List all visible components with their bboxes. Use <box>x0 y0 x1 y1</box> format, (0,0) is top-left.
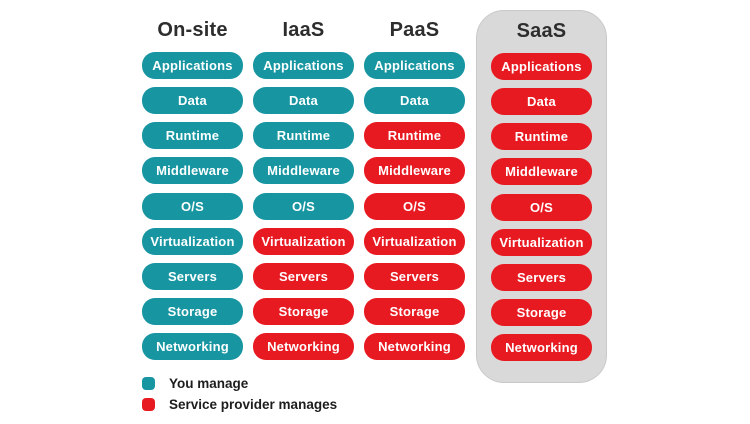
layer-pill-middleware: Middleware <box>253 157 354 185</box>
layer-pill-middleware: Middleware <box>364 157 465 185</box>
layer-pill-servers: Servers <box>142 262 243 290</box>
layer-pill-runtime: Runtime <box>491 123 592 151</box>
layer-pill-servers: Servers <box>253 262 354 290</box>
layer-pill-applications: Applications <box>364 52 465 79</box>
column-header-on-site: On-site <box>157 19 228 41</box>
layer-pill-storage: Storage <box>364 297 465 325</box>
layer-pill-o-s: O/S <box>364 192 465 220</box>
layer-pill-networking: Networking <box>364 333 465 360</box>
layer-pill-runtime: Runtime <box>142 122 243 150</box>
layer-pill-applications: Applications <box>142 52 243 79</box>
layer-pill-storage: Storage <box>142 297 243 325</box>
layer-pill-data: Data <box>364 87 465 115</box>
layer-pill-networking: Networking <box>253 333 354 360</box>
layer-pill-runtime: Runtime <box>253 122 354 150</box>
column-header-saas: SaaS <box>516 20 567 42</box>
layer-pill-virtualization: Virtualization <box>364 227 465 255</box>
layer-pill-o-s: O/S <box>253 192 354 220</box>
layer-pill-storage: Storage <box>491 298 592 326</box>
layer-pill-virtualization: Virtualization <box>253 227 354 255</box>
layer-pill-o-s: O/S <box>142 192 243 220</box>
layer-pill-networking: Networking <box>142 333 243 360</box>
layer-pill-runtime: Runtime <box>364 122 465 150</box>
layer-pill-virtualization: Virtualization <box>491 228 592 256</box>
layer-pill-data: Data <box>491 88 592 116</box>
column-header-iaas: IaaS <box>282 19 325 41</box>
column-header-paas: PaaS <box>389 19 440 41</box>
layer-pill-servers: Servers <box>364 262 465 290</box>
you-manage-swatch-icon <box>142 377 155 390</box>
legend-item-you-manage: You manage <box>142 376 337 391</box>
legend-label: Service provider manages <box>169 397 338 412</box>
layer-pill-applications: Applications <box>491 53 592 80</box>
layer-pill-servers: Servers <box>491 263 592 291</box>
layer-pill-data: Data <box>142 87 243 115</box>
layer-pill-networking: Networking <box>491 334 592 361</box>
layer-pill-middleware: Middleware <box>142 157 243 185</box>
legend: You manage Service provider manages <box>142 376 338 419</box>
layer-pill-o-s: O/S <box>491 193 592 221</box>
legend-item-provider-manages: Service provider manages <box>142 397 338 412</box>
provider-manages-swatch-icon <box>142 398 155 411</box>
layer-pill-virtualization: Virtualization <box>142 227 243 255</box>
layer-pill-middleware: Middleware <box>491 158 592 186</box>
legend-label: You manage <box>169 376 249 391</box>
layer-pill-data: Data <box>253 87 354 115</box>
layer-pill-applications: Applications <box>253 52 354 79</box>
layer-pill-storage: Storage <box>253 297 354 325</box>
